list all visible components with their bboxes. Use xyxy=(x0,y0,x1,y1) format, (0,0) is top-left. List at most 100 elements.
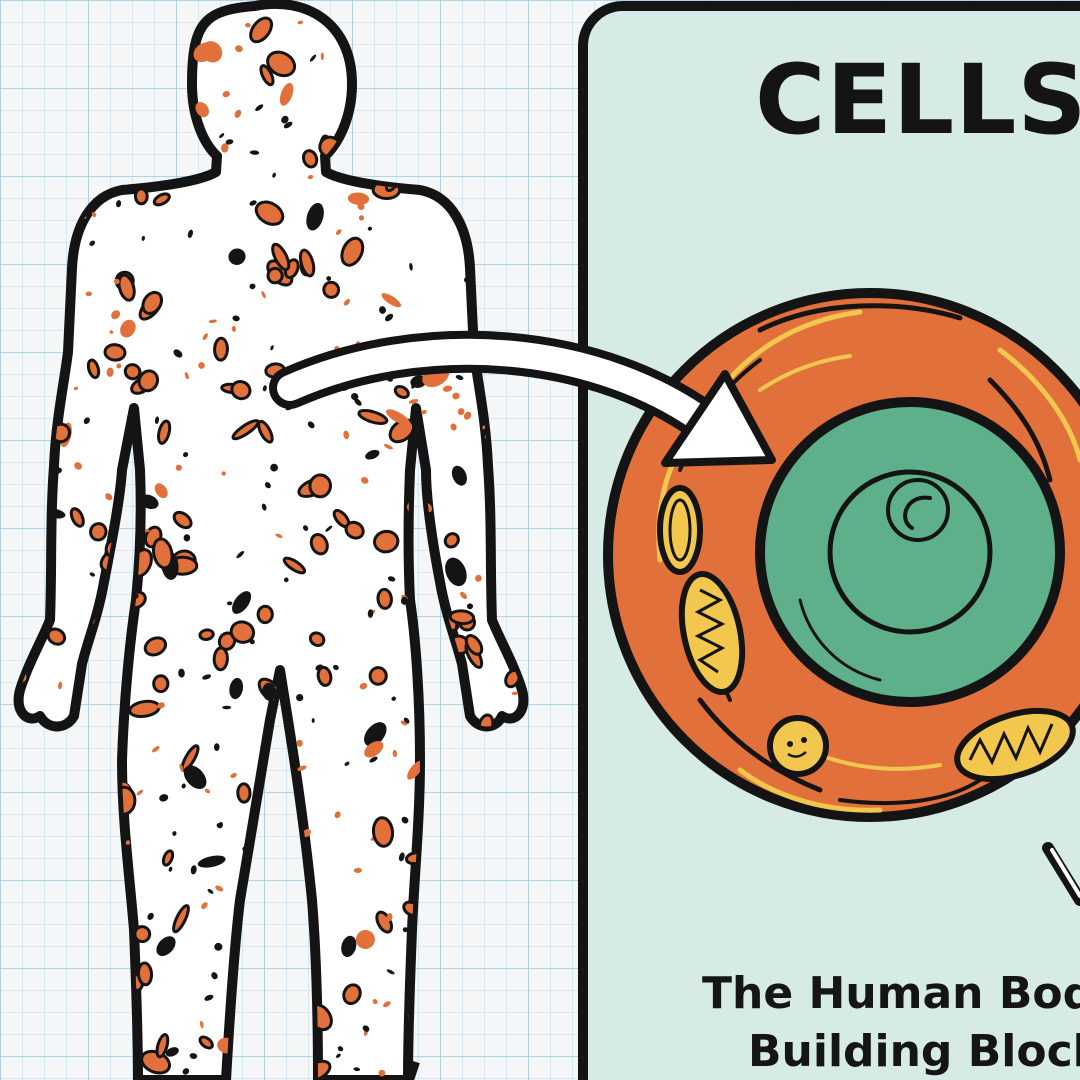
callout-pointer xyxy=(1042,842,1080,906)
body-cell-spot xyxy=(175,464,182,471)
body-cell-spot xyxy=(232,315,240,322)
vesicle xyxy=(767,715,829,777)
body-cell-spot xyxy=(362,1025,370,1032)
body-cell-spot xyxy=(74,462,82,470)
body-cell-spot xyxy=(367,609,374,618)
body-cell-spot xyxy=(409,262,413,271)
panel-title: CELLS xyxy=(755,44,1080,156)
body-cell-spot xyxy=(249,150,260,155)
body-cell-spot xyxy=(303,525,309,531)
body-cell-spot xyxy=(297,765,307,771)
body-cell-spot xyxy=(157,702,165,709)
body-cell-spot xyxy=(245,22,251,28)
body-cell-spot xyxy=(368,666,388,686)
body-cell-spot xyxy=(400,720,407,726)
body-cell-spot xyxy=(117,273,136,302)
body-cell-spot xyxy=(391,696,396,701)
body-cell-spot xyxy=(73,386,79,391)
body-cell-spot xyxy=(154,416,160,424)
body-outline xyxy=(13,0,529,1080)
body-cell-spot xyxy=(360,477,369,484)
body-cell-spot xyxy=(172,510,193,530)
body-cell-spot xyxy=(103,343,127,362)
body-cell-spot xyxy=(207,888,214,894)
body-cell-spot xyxy=(270,345,274,351)
body-cell-spot xyxy=(216,823,223,829)
body-cell-spot xyxy=(211,972,218,980)
callout-pointer-fill xyxy=(1050,848,1080,898)
body-cell-spot xyxy=(282,556,307,575)
body-cell-spot xyxy=(402,927,408,933)
body-cell-spot xyxy=(144,528,150,533)
body-cell-spot xyxy=(272,172,276,178)
body-cell-spot xyxy=(392,749,398,758)
body-cell-spot xyxy=(335,229,342,235)
body-cell-spot xyxy=(202,333,208,341)
body-cell-spot xyxy=(137,369,160,393)
body-cell-spot xyxy=(311,718,315,723)
body-cell-spot xyxy=(222,705,232,710)
body-cell-spot xyxy=(450,423,457,431)
body-cell-spot xyxy=(358,215,365,221)
body-cell-spot xyxy=(230,380,252,401)
body-cell-spot xyxy=(190,865,197,875)
body-cell-spot xyxy=(256,604,274,625)
body-cell-spot xyxy=(298,248,316,278)
body-cell-spot xyxy=(197,855,226,868)
body-cell-spot xyxy=(421,409,427,415)
body-cell-spot xyxy=(201,41,223,63)
body-cell-spot xyxy=(283,577,289,583)
body-cell-spot xyxy=(463,411,472,420)
body-cell-spot xyxy=(172,904,190,934)
body-cell-spot xyxy=(106,367,114,377)
body-cell-spot xyxy=(213,336,229,362)
body-cell-spot xyxy=(225,139,234,145)
body-cell-spot xyxy=(213,743,220,751)
body-cell-spot xyxy=(379,306,386,314)
body-cell-spot xyxy=(365,449,380,460)
body-cell-spot xyxy=(385,409,411,426)
body-cell-spot xyxy=(262,385,267,392)
body-cell-spot xyxy=(466,603,474,610)
body-cell-spot xyxy=(234,109,242,118)
body-cell-spot xyxy=(236,551,245,559)
body-cell-spot xyxy=(208,319,217,324)
body-cell-spot xyxy=(215,885,224,892)
body-cell-spot xyxy=(195,102,209,118)
body-cell-spot xyxy=(386,969,395,975)
body-cell-spot xyxy=(407,760,424,780)
body-cell-spot xyxy=(125,840,131,845)
body-cell-spot xyxy=(302,829,311,837)
body-cell-spot xyxy=(281,115,289,124)
body-cell-spot xyxy=(373,529,400,554)
body-cell-spot xyxy=(221,471,226,476)
body-cell-spot xyxy=(168,866,173,872)
body-cell-spot xyxy=(326,276,332,281)
body-cell-spot xyxy=(343,299,351,306)
body-cell-spot xyxy=(91,212,97,218)
body-cell-spot xyxy=(136,961,154,987)
body-cell-spot xyxy=(228,248,246,265)
body-cell-spot xyxy=(46,627,67,646)
body-cell-spot xyxy=(322,280,341,299)
body-cell-spot xyxy=(199,1020,204,1029)
body-cell-spot xyxy=(309,533,329,556)
body-cell-spot xyxy=(383,444,393,450)
body-cell-spot xyxy=(372,999,378,1005)
body-cell-spot xyxy=(381,293,402,308)
body-cell-spot xyxy=(58,681,63,690)
nucleolus-detail xyxy=(903,495,932,530)
body-cell-spot xyxy=(133,925,152,944)
body-cell-spot xyxy=(54,467,62,474)
body-cell-spot xyxy=(249,16,274,44)
body-cell-spot xyxy=(340,236,365,267)
body-cell-spot xyxy=(309,54,317,62)
body-cell-spot xyxy=(249,283,256,290)
body-cell-spot xyxy=(371,816,395,848)
body-cell-spot xyxy=(343,430,350,440)
body-cell-spot xyxy=(353,1067,361,1072)
body-cell-spot xyxy=(179,763,184,773)
body-cell-spot xyxy=(353,867,362,873)
mitochondrion xyxy=(678,571,746,695)
